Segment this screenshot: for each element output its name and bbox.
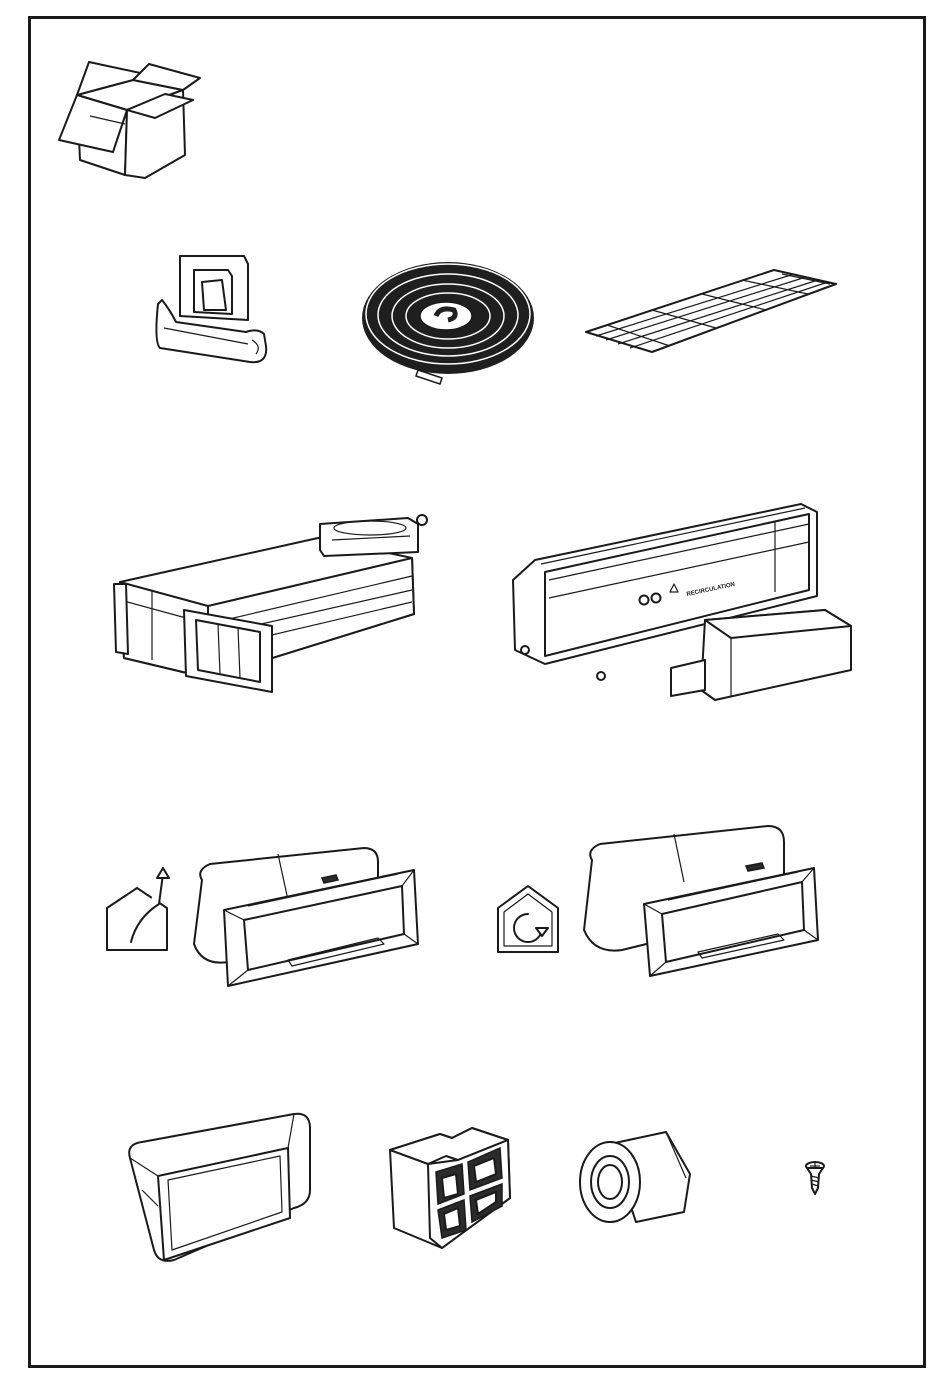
duct-housing-icon	[112, 510, 432, 700]
house-recirculation-icon	[494, 868, 564, 958]
flat-duct-adapter-icon	[188, 840, 428, 990]
adhesive-strip-sheet-icon	[582, 262, 842, 358]
open-box-icon	[55, 60, 215, 190]
flat-duct-adapter-icon	[578, 820, 828, 980]
screw-icon	[802, 1160, 828, 1196]
recirculation-unit-icon: RECIRCULATION	[505, 500, 855, 710]
duct-outlet-icon	[118, 1110, 318, 1266]
filter-block-icon	[382, 1110, 518, 1258]
house-air-out-icon	[103, 862, 173, 952]
clip-bracket-icon	[150, 250, 270, 380]
foam-tape-coil-icon	[358, 258, 538, 386]
tape-roll-icon	[576, 1126, 702, 1230]
